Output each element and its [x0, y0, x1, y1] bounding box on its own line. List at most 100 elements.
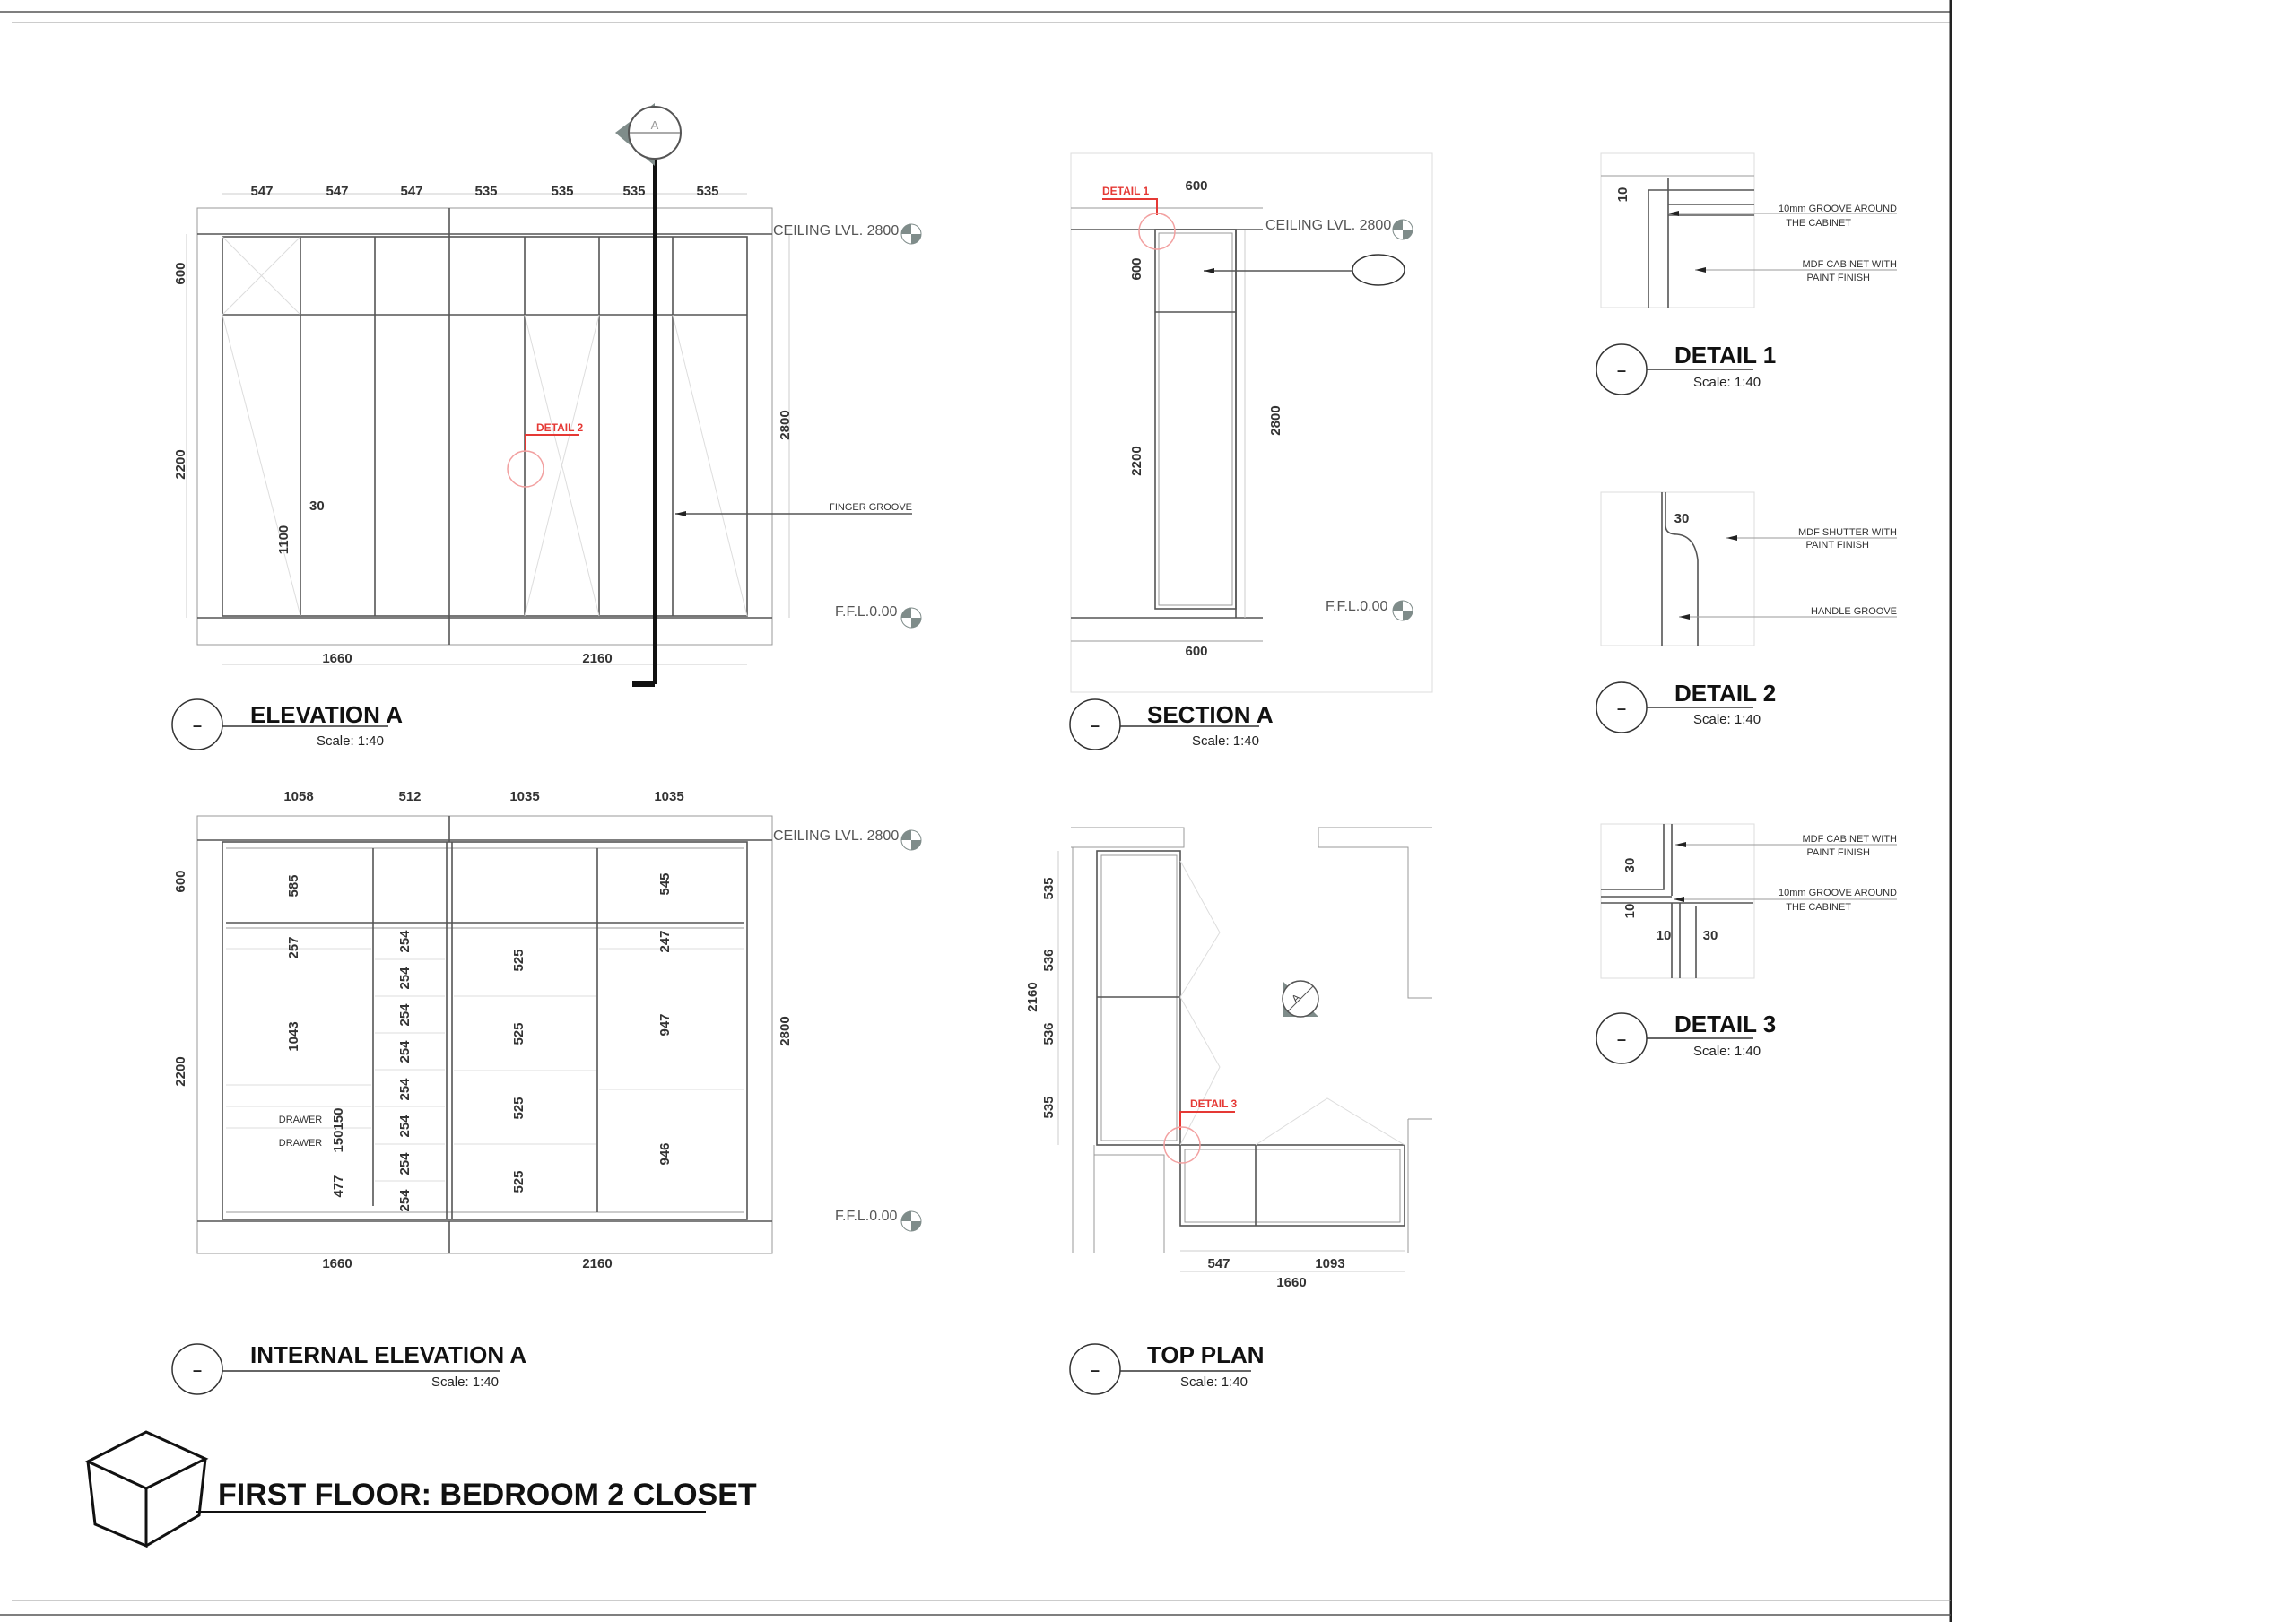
view-scale: Scale: 1:40 [431, 1375, 499, 1390]
dim-label: 2200 [173, 1056, 188, 1086]
dim-label: 254 [397, 1115, 413, 1138]
detail-2-callout[interactable]: DETAIL 2 [536, 421, 584, 434]
dim-label: 1058 [283, 789, 313, 804]
view-marker-label: – [1617, 1030, 1626, 1048]
detail-note: 10mm GROOVE AROUND [1779, 204, 1897, 214]
view-marker-label: – [193, 1361, 202, 1379]
level-marker-icon [900, 1210, 922, 1232]
leader-arrow-icon [1726, 535, 1737, 541]
view-scale: Scale: 1:40 [1693, 712, 1761, 727]
dim-label: 2160 [1025, 982, 1040, 1011]
ceiling-level-label: CEILING LVL. 2800 [1265, 218, 1391, 233]
view-scale: Scale: 1:40 [1180, 1375, 1248, 1390]
dim-label: 477 [331, 1175, 346, 1197]
dim-label: 2800 [778, 410, 793, 439]
top-plan: 535 536 536 535 2160 547 1093 1660 DETAI… [1025, 827, 1432, 1395]
section-marker-icon[interactable]: A [1282, 980, 1319, 1018]
column-4-dims: 545 247 947 946 [657, 872, 673, 1165]
dim-label: 30 [309, 499, 325, 514]
detail-1: 10 10mm GROOVE AROUND THE CABINET MDF CA… [1596, 152, 1897, 395]
dim-label: 10 [1615, 187, 1631, 203]
elevation-a: 547 547 547 535 535 535 535 1660 2160 60… [171, 103, 922, 750]
dim-label: 1035 [509, 789, 539, 804]
dim-label: 600 [1185, 644, 1207, 659]
column-1-dims: 585 257 1043 150 150 477 DRAWER DRAWER [279, 874, 346, 1197]
column-3-dims: 525 525 525 525 [511, 949, 526, 1193]
dim-label: 536 [1041, 1022, 1057, 1045]
leader-arrow-icon [1668, 211, 1679, 216]
leader-arrow-icon [1675, 842, 1686, 847]
dim-label: 600 [1185, 178, 1207, 194]
sheet-title: FIRST FLOOR: BEDROOM 2 CLOSET [218, 1478, 757, 1512]
detail-note: HANDLE GROOVE [1811, 606, 1897, 617]
dim-label: 536 [1041, 949, 1057, 971]
detail-2-callout-circle[interactable] [507, 450, 544, 488]
dim-label: 946 [657, 1142, 673, 1165]
view-title: DETAIL 1 [1674, 342, 1776, 369]
dim-label: 2160 [582, 1256, 612, 1271]
section-cut-line[interactable]: A [615, 103, 682, 687]
view-title: INTERNAL ELEVATION A [250, 1341, 526, 1368]
dim-label: 547 [1207, 1256, 1230, 1271]
detail-3-callout-circle[interactable] [1163, 1126, 1201, 1164]
detail-note: MDF CABINET WITH [1802, 834, 1897, 845]
dim-label: 1093 [1315, 1256, 1344, 1271]
level-marker-icon [900, 607, 922, 629]
view-marker-label: – [1617, 361, 1626, 379]
view-marker-icon [171, 698, 223, 750]
detail-1-callout[interactable]: DETAIL 1 [1102, 185, 1150, 197]
dim-label: 254 [397, 1189, 413, 1212]
detail-3: 30 10 10 30 MDF CABINET WITH PAINT FINIS… [1596, 823, 1897, 1064]
cube-icon [84, 1430, 209, 1548]
dim-label: 547 [250, 184, 273, 199]
dim-label: 254 [397, 967, 413, 990]
view-scale: Scale: 1:40 [1693, 1044, 1761, 1059]
dim-label: 254 [397, 1003, 413, 1027]
detail-2: 30 MDF SHUTTER WITH PAINT FINISH HANDLE … [1596, 491, 1897, 733]
sheet-border [0, 0, 1952, 1622]
view-marker-icon [1069, 698, 1121, 750]
dim-label: 600 [1129, 257, 1144, 280]
dim-label: 1660 [322, 651, 352, 666]
dim-label: 150 [331, 1107, 346, 1130]
dim-label: 30 [1674, 511, 1690, 526]
dim-label: 535 [1041, 877, 1057, 899]
ceiling-level-label: CEILING LVL. 2800 [773, 828, 899, 844]
dim-label: 947 [657, 1013, 673, 1036]
dim-label: 254 [397, 930, 413, 953]
dim-label: 600 [173, 262, 188, 284]
dim-label: 525 [511, 1022, 526, 1045]
view-marker-label: – [1091, 1361, 1100, 1379]
dim-label: 547 [400, 184, 422, 199]
dim-label: 2800 [778, 1016, 793, 1045]
finger-groove-note: FINGER GROOVE [829, 502, 912, 513]
detail-note: THE CABINET [1786, 218, 1851, 229]
leader-arrow-icon [675, 511, 686, 516]
column-2-dims: 254 254 254 254 254 254 254 254 [397, 930, 413, 1212]
dim-label: 247 [657, 930, 673, 952]
level-marker-icon [1392, 219, 1413, 240]
dim-label: 2160 [582, 651, 612, 666]
detail-1-callout-circle[interactable] [1138, 213, 1176, 250]
dim-label: 1043 [286, 1021, 301, 1051]
detail-3-callout[interactable]: DETAIL 3 [1190, 1097, 1238, 1110]
leader-arrow-icon [1204, 268, 1214, 273]
floor-level-label: F.F.L.0.00 [835, 1209, 897, 1224]
floor-level-label: F.F.L.0.00 [1326, 599, 1387, 614]
detail-note: MDF SHUTTER WITH [1798, 527, 1897, 538]
view-title: DETAIL 3 [1674, 1010, 1776, 1037]
view-marker-label: – [1617, 699, 1626, 717]
dim-label: 535 [696, 184, 718, 199]
dim-label: 535 [622, 184, 645, 199]
view-marker-label: – [1091, 716, 1100, 734]
dim-label: 545 [657, 872, 673, 895]
dim-label: 10 [1622, 904, 1638, 919]
dim-label: 254 [397, 1152, 413, 1175]
leader-arrow-icon [1679, 614, 1690, 620]
dim-label: 525 [511, 1170, 526, 1193]
dim-label: 150 [331, 1130, 346, 1152]
view-scale: Scale: 1:40 [1192, 733, 1259, 749]
internal-elevation-a: 1058 512 1035 1035 1660 2160 600 2200 28… [171, 789, 922, 1395]
top-dimensions: 547 547 547 535 535 535 535 [250, 184, 718, 199]
view-scale: Scale: 1:40 [317, 733, 384, 749]
